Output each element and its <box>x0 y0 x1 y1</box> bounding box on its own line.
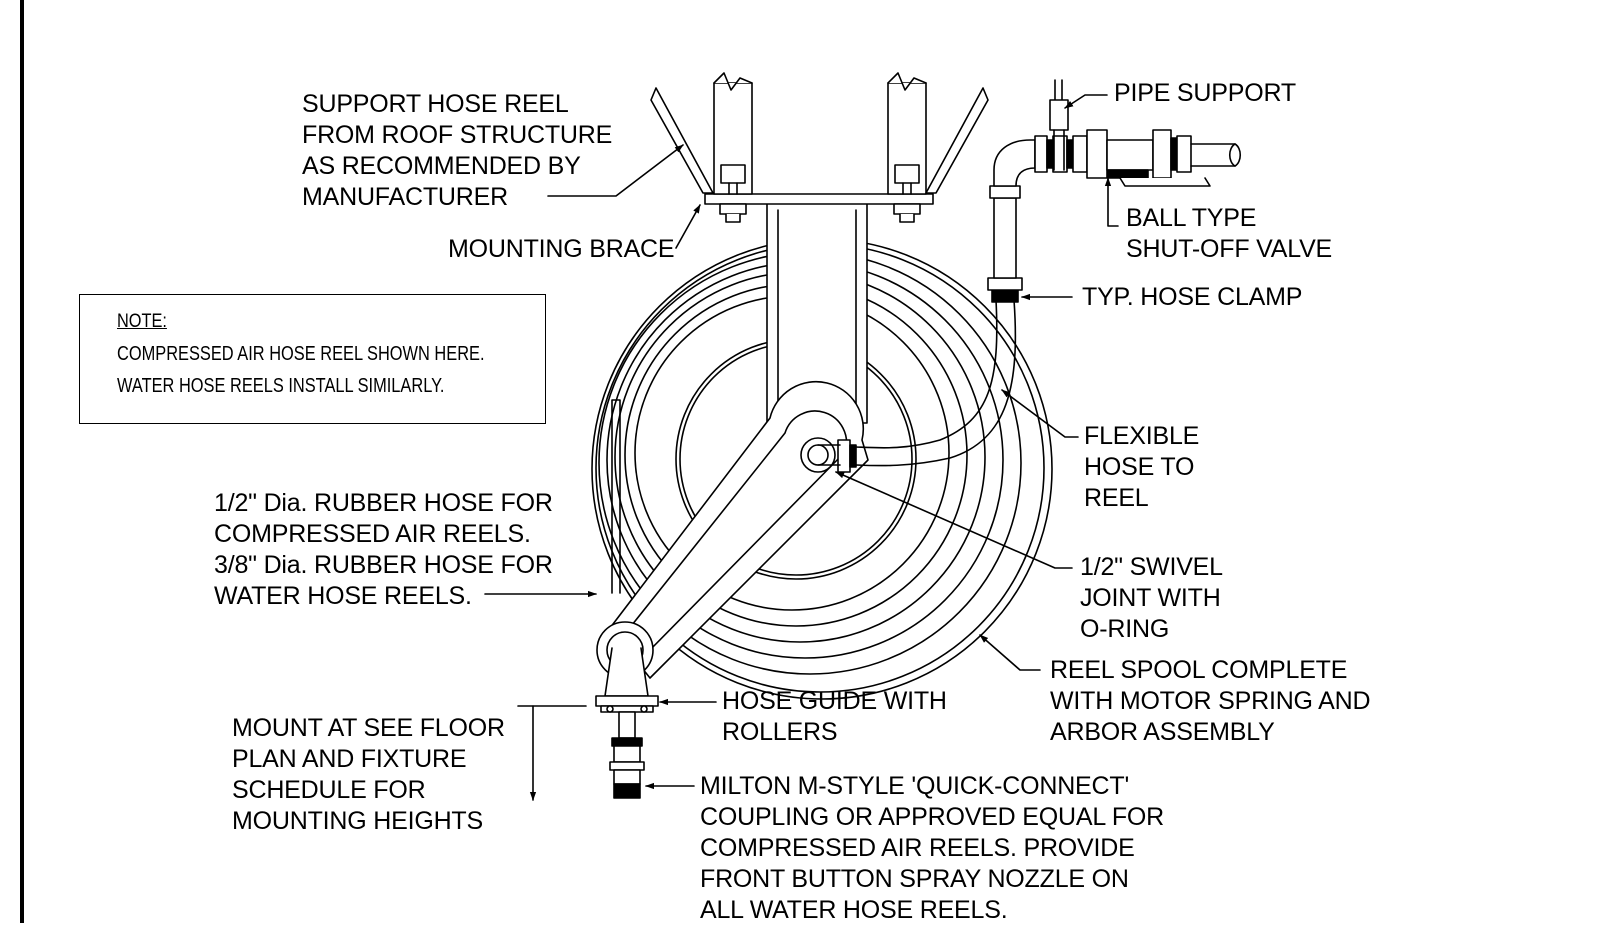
note-line: WATER HOSE REELS INSTALL SIMILARLY. <box>117 375 445 397</box>
mounting-brace-label: MOUNTING BRACE <box>448 235 675 263</box>
hose-clamp-label: TYP. HOSE CLAMP <box>1082 283 1303 311</box>
quick-connect-coupling <box>609 711 645 799</box>
pipe-support <box>1049 79 1069 171</box>
pipe-riser <box>987 135 1088 303</box>
flexible-hose <box>855 299 1017 467</box>
leader-lines <box>484 94 1119 801</box>
quick-connect-label: MILTON M-STYLE 'QUICK-CONNECT'COUPLING O… <box>700 772 1165 924</box>
pipe-support-label: PIPE SUPPORT <box>1114 79 1296 107</box>
mounting-brace <box>650 72 989 223</box>
swivel-hub <box>800 437 857 473</box>
note-line: COMPRESSED AIR HOSE REEL SHOWN HERE. <box>117 343 485 365</box>
ball-valve <box>1086 129 1242 187</box>
note-title: NOTE: <box>117 311 167 332</box>
note-box: NOTE: COMPRESSED AIR HOSE REEL SHOWN HER… <box>79 294 546 424</box>
